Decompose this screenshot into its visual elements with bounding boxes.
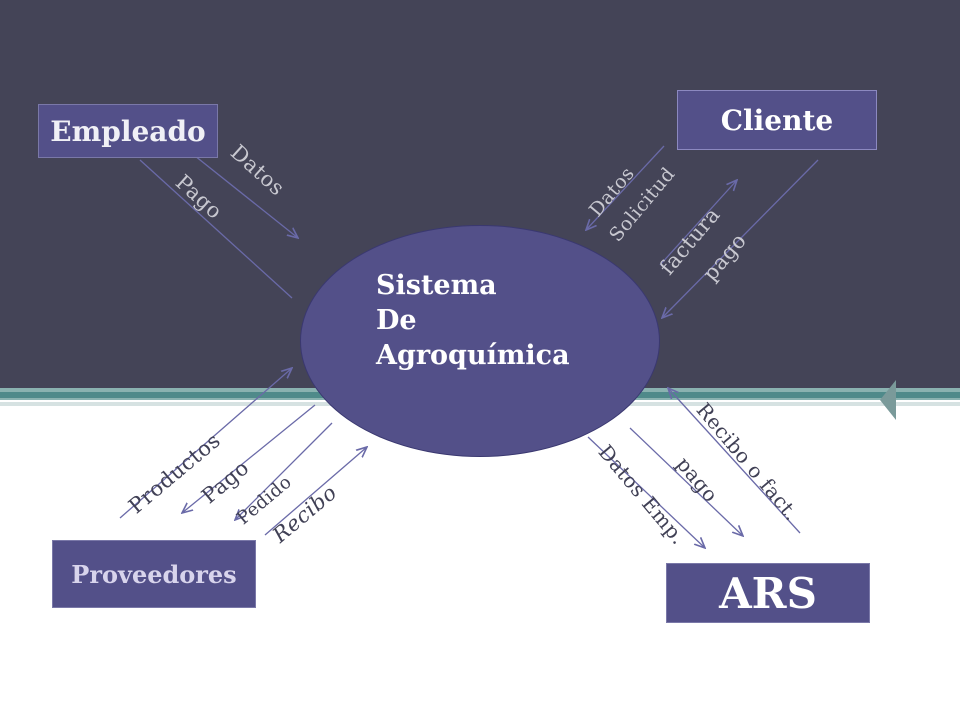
arrow-prov-productos xyxy=(119,368,292,519)
arrow-ars-pago xyxy=(629,427,743,536)
arrow-prov-pago xyxy=(182,404,316,513)
entity-proveedores-label: Proveedores xyxy=(71,559,237,589)
arrow-cliente-datos xyxy=(586,145,665,230)
arrow-prov-pedido xyxy=(235,422,333,520)
divider-triangle xyxy=(880,380,896,420)
system-label-line1: Sistema xyxy=(376,270,497,301)
system-label-line2: De xyxy=(376,305,417,336)
entity-ars-label: ARS xyxy=(719,568,817,618)
system-label-line3: Agroquímica xyxy=(376,340,570,371)
arrow-cliente-pago xyxy=(662,159,819,318)
arrow-empleado-pago xyxy=(139,159,293,299)
arrow-prov-recibo xyxy=(264,447,367,536)
system-process-label: Sistema De Agroquímica xyxy=(376,268,570,373)
entity-cliente-label: Cliente xyxy=(720,103,834,137)
entity-cliente: Cliente xyxy=(677,90,877,150)
entity-proveedores: Proveedores xyxy=(52,540,256,608)
arrow-ars-recibo xyxy=(668,388,801,534)
entity-empleado: Empleado xyxy=(38,104,218,158)
entity-ars: ARS xyxy=(666,563,870,623)
system-process-ellipse xyxy=(300,225,660,457)
arrow-cliente-factura xyxy=(659,180,737,266)
arrow-ars-datos xyxy=(587,436,705,548)
entity-empleado-label: Empleado xyxy=(50,114,206,148)
